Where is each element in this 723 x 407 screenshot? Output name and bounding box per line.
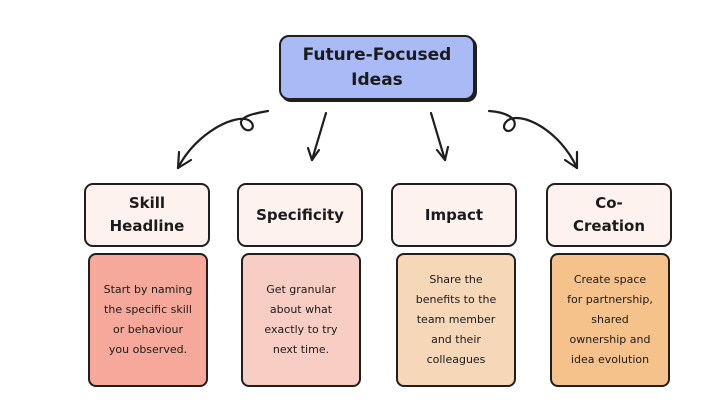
card-line: next time. bbox=[272, 343, 330, 356]
skill-headline-header: Skill Headline bbox=[84, 183, 210, 247]
card-line: colleagues bbox=[426, 353, 486, 366]
header-line1: Skill bbox=[128, 194, 166, 212]
card-line: the specific skill bbox=[104, 303, 192, 316]
card-line: shared bbox=[591, 313, 629, 326]
card-line: or behaviour bbox=[112, 323, 183, 336]
impact-card: Share the benefits to the team member an… bbox=[396, 253, 516, 387]
root-node: Future-Focused Ideas bbox=[279, 35, 475, 100]
header-line1: Impact bbox=[424, 205, 484, 224]
card-line: Start by naming bbox=[103, 283, 193, 296]
co-creation-header: Co- Creation bbox=[546, 183, 672, 247]
skill-headline-card: Start by naming the specific skill or be… bbox=[88, 253, 208, 387]
impact-header: Impact bbox=[391, 183, 517, 247]
header-line2: Headline bbox=[109, 217, 185, 235]
root-title-line2: Ideas bbox=[351, 69, 403, 90]
arrow-to-skill-headline bbox=[176, 109, 270, 170]
arrow-to-co-creation bbox=[487, 109, 579, 170]
card-line: you observed. bbox=[108, 343, 188, 356]
arrow-to-impact bbox=[429, 111, 450, 162]
specificity-header: Specificity bbox=[237, 183, 363, 247]
arrow-to-specificity bbox=[306, 111, 328, 162]
card-line: Create space bbox=[573, 273, 647, 286]
card-line: benefits to the bbox=[415, 293, 497, 306]
card-line: team member bbox=[416, 313, 496, 326]
header-line1: Co- bbox=[595, 194, 623, 212]
card-line: idea evolution bbox=[570, 353, 650, 366]
card-line: about what bbox=[269, 303, 333, 316]
co-creation-card: Create space for partnership, shared own… bbox=[550, 253, 670, 387]
specificity-card: Get granular about what exactly to try n… bbox=[241, 253, 361, 387]
header-line2: Creation bbox=[573, 217, 645, 235]
card-line: and their bbox=[431, 333, 481, 346]
root-title-line1: Future-Focused bbox=[302, 44, 452, 65]
card-line: Get granular bbox=[266, 283, 336, 296]
card-line: Share the bbox=[429, 273, 483, 286]
card-line: ownership and bbox=[569, 333, 651, 346]
header-line1: Specificity bbox=[256, 205, 344, 224]
card-line: exactly to try bbox=[264, 323, 338, 336]
card-line: for partnership, bbox=[567, 293, 653, 306]
